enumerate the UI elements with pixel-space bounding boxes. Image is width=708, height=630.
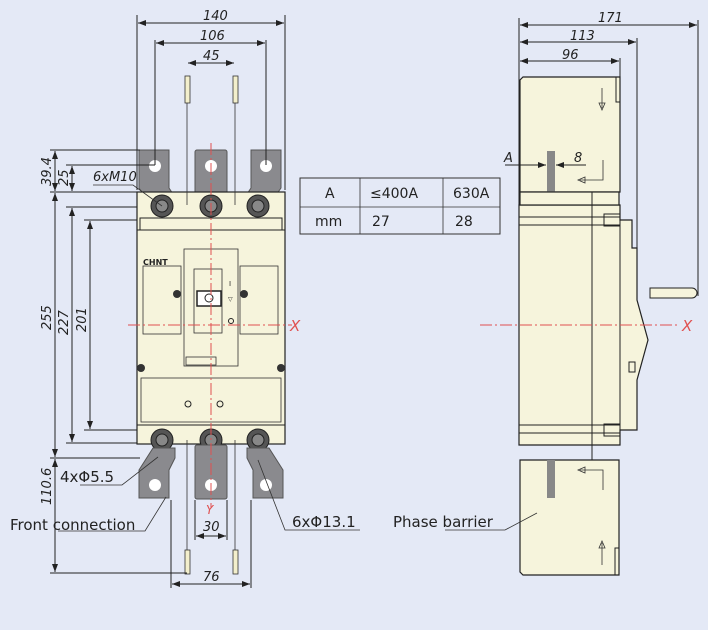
svg-text:113: 113 [570, 29, 595, 44]
svg-text:76: 76 [203, 570, 220, 585]
svg-text:30: 30 [203, 520, 220, 535]
size-table: A ≤400A 630A mm 27 28 [299, 177, 501, 235]
svg-text:201: 201 [75, 307, 90, 332]
svg-text:227: 227 [57, 309, 72, 335]
svg-text:255: 255 [40, 305, 55, 330]
phase-barrier-top [519, 76, 621, 193]
test-button[interactable] [184, 400, 192, 408]
side-x-axis-label: X [681, 317, 693, 335]
svg-text:110.6: 110.6 [40, 468, 55, 505]
operating-handle[interactable] [196, 290, 222, 307]
svg-text:25: 25 [57, 169, 72, 186]
side-view: X 171 113 96 A 8 Phase barrier [393, 11, 699, 576]
screws-label: 6xM10 [93, 170, 137, 185]
adjust-screw[interactable] [216, 400, 224, 408]
large-holes-label: 6xΦ13.1 [292, 513, 356, 531]
svg-text:171: 171 [598, 11, 623, 26]
svg-text:mm: mm [315, 214, 342, 230]
on-mark: I [229, 280, 231, 288]
side-handle[interactable] [649, 287, 698, 299]
svg-text:≤400A: ≤400A [370, 186, 418, 202]
front-connection-label: Front connection [10, 516, 135, 534]
phase-barrier-bottom [519, 459, 620, 576]
svg-text:630A: 630A [453, 186, 490, 202]
svg-text:A: A [503, 151, 513, 166]
x-axis-label: X [289, 317, 301, 335]
svg-text:A: A [325, 186, 335, 202]
small-holes-label: 4xΦ5.5 [60, 468, 114, 486]
bottom-terminal-lugs [138, 444, 284, 500]
svg-text:140: 140 [203, 9, 228, 24]
side-dimensions: 171 113 96 A 8 [503, 11, 699, 296]
svg-text:39.4: 39.4 [40, 157, 55, 186]
trip-mark: ▽ [228, 296, 233, 303]
svg-text:8: 8 [574, 151, 582, 166]
svg-text:96: 96 [562, 48, 579, 63]
phase-barrier-label: Phase barrier [393, 513, 494, 531]
brand-logo: CHNT [143, 258, 168, 267]
connection-rods [184, 75, 239, 575]
svg-text:45: 45 [203, 49, 220, 64]
svg-text:27: 27 [372, 214, 390, 230]
front-view: CHNT I ▽ [10, 9, 360, 588]
svg-text:28: 28 [455, 214, 473, 230]
svg-text:106: 106 [200, 29, 225, 44]
front-dimensions: 140 106 45 39.4 25 255 227 [40, 9, 286, 588]
y-axis-label: Y [206, 503, 215, 517]
